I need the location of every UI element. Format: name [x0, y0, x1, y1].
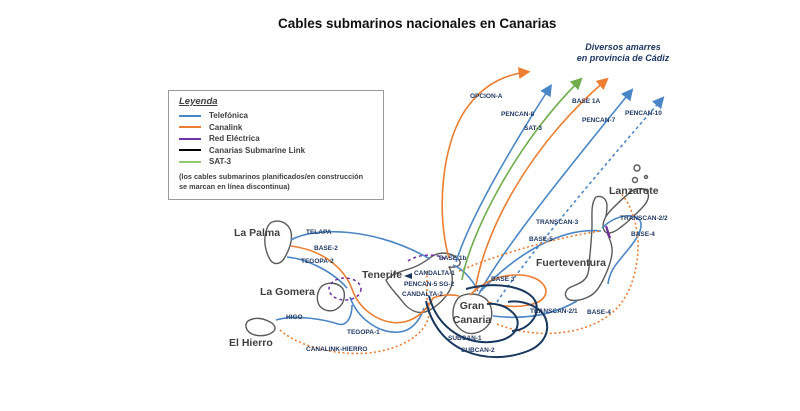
tenerife-shape — [385, 252, 461, 314]
cable-label-transcan-2-1: TRANSCAN-2/1 — [530, 308, 578, 315]
legend-label-sat3: SAT-3 — [209, 157, 232, 166]
fuerteventura-shape — [564, 195, 613, 302]
cable-subcan-1 — [428, 295, 519, 344]
cable-pencan-8 — [455, 83, 552, 263]
cable-label-base-3: BASE 3 — [491, 276, 515, 283]
islet-small — [631, 176, 639, 184]
cable-label-higo: HIGO — [286, 314, 303, 321]
legend-label-red-electrica: Red Eléctrica — [209, 134, 260, 143]
cable-label-base-1b: BASE 1b — [439, 255, 467, 262]
csl-line-swatch — [179, 149, 201, 151]
cadiz-moorings-note: Diversos amarres en provincia de Cádiz — [576, 42, 670, 64]
cable-label-base-4-east: BASE-4 — [631, 231, 655, 238]
cable-label-base-5: BASE-5 — [529, 236, 553, 243]
cable-label-tegopa-1: TEGOPA-1 — [347, 329, 380, 336]
cable-label-subcan-2: SUBCAN-2 — [461, 347, 495, 354]
telefonica-cables-layer — [275, 83, 665, 333]
ree-lanzarote-fuerteventura-link — [604, 225, 612, 239]
island-label-la-gomera: La Gomera — [260, 286, 315, 298]
island-label-la-palma: La Palma — [234, 227, 281, 239]
cable-label-sat-3: SAT-3 — [524, 125, 542, 132]
cable-label-telapa: TELAPA — [306, 229, 332, 236]
legend-planned-note: (los cables submarinos planificados/en c… — [179, 172, 364, 191]
cable-base-1b — [452, 264, 479, 292]
cable-label-opcion-a: OPCION-A — [470, 93, 503, 100]
cable-label-pencan-7: PENCAN-7 — [582, 117, 616, 124]
cable-label-pencan-8: PENCAN-8 — [501, 111, 535, 118]
cable-label-canalink-hierro: CANALINK-HIERRO — [306, 346, 368, 353]
cable-label-base-4-south: BASE-4 — [587, 309, 611, 316]
islet-dot — [643, 174, 649, 180]
cable-transcan-2-2 — [601, 215, 642, 285]
legend-row-csl: Canarias Submarine Link — [179, 146, 373, 155]
cable-label-pencan-5-sg-2: PENCAN-5 SG-2 — [404, 281, 455, 288]
sat3-cables-layer — [461, 77, 583, 281]
legend-title: Leyenda — [179, 96, 218, 107]
el-hierro-shape — [245, 317, 276, 337]
cable-base-3-loop — [469, 274, 547, 308]
candalta-pointer-icon — [404, 273, 412, 279]
la-palma-shape — [264, 220, 293, 265]
cable-base-2 — [290, 245, 460, 324]
cable-label-candalta-1: CANDALTA-1 — [414, 270, 455, 277]
csl-cables-layer — [404, 273, 549, 359]
island-label-gran-canaria: Gran Canaria — [452, 300, 492, 327]
cable-label-tegopa-2: TEGOPA-2 — [301, 258, 334, 265]
cable-label-transcan-3: TRANSCAN-3 — [536, 219, 579, 226]
cable-telapa — [290, 230, 431, 260]
la-graciosa-islet — [633, 164, 641, 172]
cable-label-subcan-1: SUBCAN-1 — [448, 335, 482, 342]
cable-label-transcan-2-2: TRANSCAN-2/2 — [620, 215, 668, 222]
cable-pencan-7 — [478, 88, 634, 295]
la-gomera-shape — [316, 282, 346, 312]
gran-canaria-shape — [452, 293, 493, 335]
cable-label-pencan-10: PENCAN-10 — [625, 110, 662, 117]
cable-transcan-2-1 — [492, 300, 578, 319]
legend-row-telefonica: Telefónica — [179, 111, 373, 120]
cable-label-base-2: BASE-2 — [314, 245, 338, 252]
legend-row-canalink: Canalink — [179, 123, 373, 132]
legend-box: Leyenda Telefónica Canalink Red Eléctric… — [168, 90, 384, 200]
cable-label-candalta-2: CANDALTA-2 — [402, 291, 443, 298]
cable-higo — [275, 304, 353, 326]
ree-tenerife-arc-planned — [407, 254, 447, 262]
cable-label-base-1a: BASE 1A — [572, 98, 601, 105]
red-electrica-layer — [328, 225, 612, 301]
legend-row-red-electrica: Red Eléctrica — [179, 134, 373, 143]
page-title: Cables submarinos nacionales en Canarias — [278, 16, 557, 31]
island-label-lanzarote: Lanzarote — [609, 185, 659, 197]
legend-row-sat3: SAT-3 — [179, 157, 373, 166]
canalink-line-swatch — [179, 126, 201, 128]
legend-label-canalink: Canalink — [209, 122, 243, 132]
canalink-cables-layer — [279, 67, 639, 355]
island-label-el-hierro: El Hierro — [229, 337, 273, 349]
legend-label-telefonica: Telefónica — [209, 111, 248, 120]
telefonica-line-swatch — [179, 114, 201, 117]
cable-base-4-planned — [496, 192, 639, 335]
cable-candalta-loop — [465, 284, 538, 332]
cable-pencan-10-planned — [496, 96, 665, 303]
cable-base-5-planned — [458, 230, 601, 272]
cable-tegopa-1 — [349, 296, 425, 333]
island-label-fuerteventura: Fuerteventura — [536, 257, 607, 269]
cable-sat-3 — [461, 77, 583, 281]
sat3-line-swatch — [179, 160, 201, 163]
ree-gomera-tenerife-planned — [328, 277, 362, 301]
cable-tegopa-2 — [286, 256, 348, 289]
cable-subcan-2 — [425, 300, 549, 359]
red-electrica-line-swatch — [179, 137, 201, 140]
cable-opcion-a — [441, 67, 531, 259]
cable-base-1a — [474, 77, 609, 293]
lanzarote-shape — [602, 187, 650, 234]
island-label-tenerife: Tenerife — [362, 269, 403, 281]
legend-label-csl: Canarias Submarine Link — [209, 145, 306, 155]
